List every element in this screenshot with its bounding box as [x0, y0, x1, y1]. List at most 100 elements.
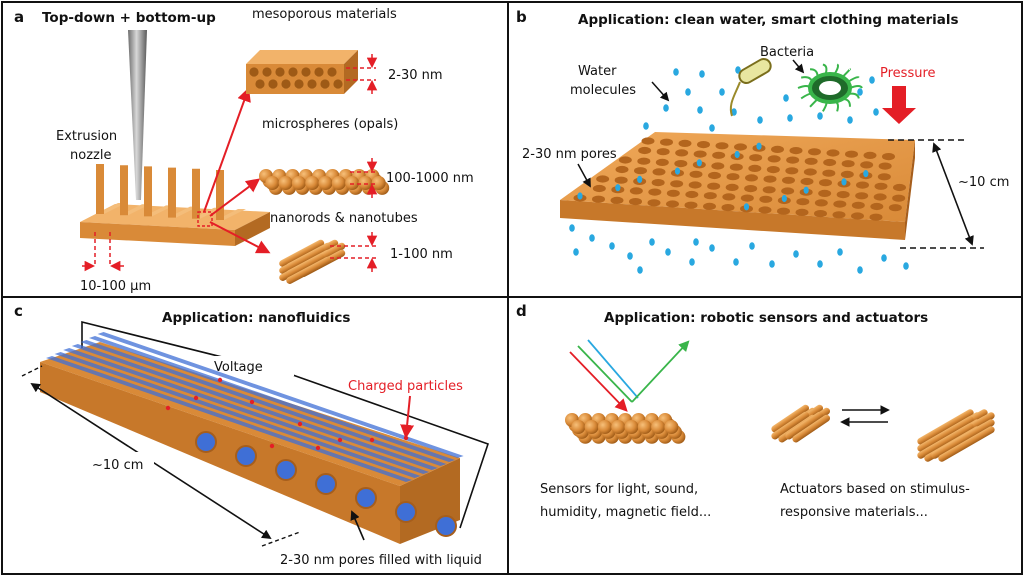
nanorod: [917, 423, 974, 459]
water-molecule: [665, 248, 671, 256]
water-molecule: [733, 258, 739, 266]
water-molecules-bottom: [569, 224, 909, 274]
water-molecule: [663, 104, 669, 112]
membrane-pore: [882, 153, 895, 161]
fin: [144, 166, 152, 217]
water-molecule: [837, 248, 843, 256]
membrane-pore: [648, 188, 662, 196]
pore: [275, 67, 285, 77]
water-molecule: [863, 170, 869, 178]
membrane-pore: [708, 171, 721, 180]
liquid-pore: [195, 431, 217, 453]
microsphere: [358, 176, 373, 190]
membrane-pore: [759, 195, 773, 203]
membrane-pore: [712, 151, 726, 159]
fin: [120, 165, 128, 216]
charged-particle: [403, 435, 409, 441]
membrane-pore: [656, 148, 670, 156]
nozzle-dimension: 10-100 µm: [80, 279, 151, 294]
pressure-label: Pressure: [880, 66, 936, 81]
water-molecule: [699, 70, 705, 78]
membrane-pore: [641, 137, 655, 145]
membrane-pore: [878, 162, 892, 170]
water-molecule: [749, 242, 755, 250]
nanorod: [938, 426, 995, 462]
membrane-pore: [822, 169, 836, 177]
water-molecule: [637, 175, 643, 183]
liquid-pore: [315, 473, 337, 495]
water-molecule: [709, 124, 715, 132]
charged-particle: [217, 377, 223, 383]
panel-d: d Application: robotic sensors and actua…: [516, 302, 995, 520]
bacterium-tendril: [822, 63, 828, 75]
water-molecule: [693, 238, 699, 246]
pore: [333, 79, 343, 89]
membrane-pore: [877, 173, 891, 181]
product-dim-microspheres: 100-1000 nm: [386, 171, 474, 186]
water-molecule: [783, 94, 789, 102]
membrane: [560, 132, 915, 240]
bacterium-tendril: [847, 76, 860, 83]
fin: [96, 164, 104, 214]
membrane-pore: [823, 158, 837, 167]
bacterium-tendril: [841, 68, 851, 78]
bacterium-tendril: [797, 85, 811, 89]
membrane-pore: [781, 187, 795, 195]
water-molecule: [734, 150, 740, 159]
membrane-pore: [785, 167, 799, 175]
water-molecule: [903, 262, 909, 270]
membrane-pore: [711, 162, 725, 170]
water-molecule: [673, 68, 679, 76]
microsphere: [345, 176, 360, 190]
microsphere: [371, 176, 386, 190]
charged-particle: [193, 395, 199, 401]
membrane-pore: [634, 167, 647, 175]
light-ray-reflected: [631, 340, 690, 403]
nanorod: [279, 253, 325, 281]
bacterium-tendril: [809, 97, 819, 108]
actuator-rods-large: [917, 409, 995, 462]
panel-a-label: a: [14, 8, 24, 26]
microsphere: [584, 420, 599, 434]
light-ray-blue: [587, 339, 639, 399]
water-molecule: [649, 238, 655, 246]
water-molecule: [857, 266, 863, 274]
bacterium-tendril: [834, 100, 839, 112]
water-label-line1: Water: [578, 64, 617, 79]
bacterium-tendril: [842, 97, 851, 107]
membrane-pore: [874, 182, 888, 190]
water-molecule: [817, 112, 823, 120]
membrane-pore: [814, 210, 827, 218]
nanorod: [792, 414, 831, 443]
pore: [307, 79, 317, 89]
nanorod: [771, 411, 810, 440]
water-molecule: [873, 108, 879, 116]
microsphere: [331, 176, 346, 190]
bacterium-tendril: [800, 76, 813, 83]
membrane-pore: [789, 147, 803, 155]
membrane-pore: [795, 208, 809, 216]
extrusion-nozzle: [128, 30, 147, 200]
water-molecule: [841, 178, 847, 186]
membrane-pore: [651, 179, 665, 187]
bacteria-label: Bacteria: [760, 45, 814, 60]
membrane-pore: [814, 199, 828, 207]
membrane-pore: [610, 196, 624, 204]
water-molecule: [609, 242, 615, 250]
membrane-pore: [748, 164, 762, 172]
channel-stripe: [97, 332, 464, 458]
microsphere: [305, 176, 320, 190]
microsphere: [318, 176, 333, 190]
membrane-pore: [796, 198, 810, 206]
water-molecule: [577, 192, 583, 200]
extrusion-block: [80, 164, 270, 246]
membrane-pore: [660, 138, 673, 146]
membrane-pore: [614, 176, 628, 184]
membrane-pore: [592, 184, 606, 193]
water-molecule: [817, 260, 823, 268]
membrane-pore: [725, 183, 739, 191]
pore: [262, 67, 272, 77]
bacterium-tendril: [849, 85, 863, 89]
sensor-microspheres: [565, 413, 686, 444]
